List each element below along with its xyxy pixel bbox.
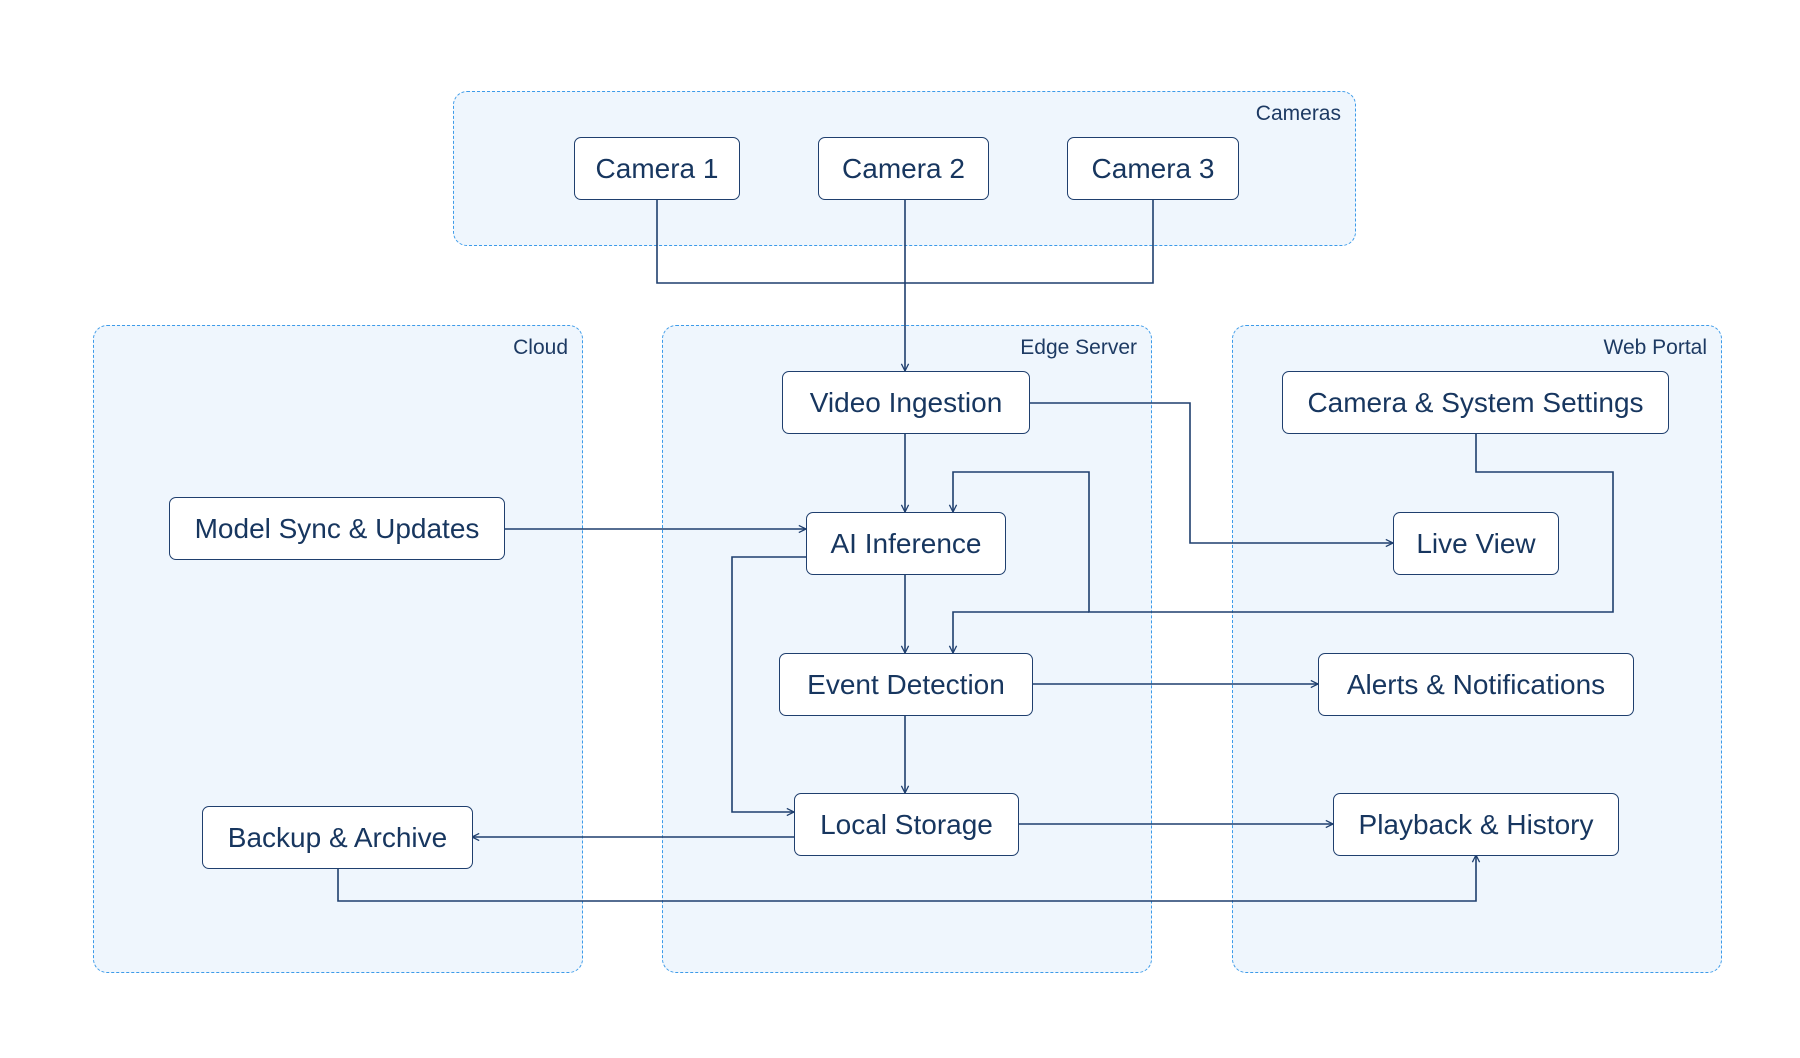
group-cloud: Cloud: [93, 325, 583, 973]
node-camera-system-settings[interactable]: Camera & System Settings: [1282, 371, 1669, 434]
group-label-cloud: Cloud: [513, 336, 568, 359]
node-camera-1[interactable]: Camera 1: [574, 137, 740, 200]
node-camera-2[interactable]: Camera 2: [818, 137, 989, 200]
group-label-edge-server: Edge Server: [1020, 336, 1137, 359]
node-ai-inference[interactable]: AI Inference: [806, 512, 1006, 575]
node-model-sync-updates[interactable]: Model Sync & Updates: [169, 497, 505, 560]
node-alerts-notifications[interactable]: Alerts & Notifications: [1318, 653, 1634, 716]
node-video-ingestion[interactable]: Video Ingestion: [782, 371, 1030, 434]
node-event-detection[interactable]: Event Detection: [779, 653, 1033, 716]
node-local-storage[interactable]: Local Storage: [794, 793, 1019, 856]
node-backup-archive[interactable]: Backup & Archive: [202, 806, 473, 869]
group-label-cameras: Cameras: [1255, 102, 1341, 125]
node-playback-history[interactable]: Playback & History: [1333, 793, 1619, 856]
node-live-view[interactable]: Live View: [1393, 512, 1559, 575]
node-camera-3[interactable]: Camera 3: [1067, 137, 1239, 200]
group-label-web-portal: Web Portal: [1603, 336, 1708, 359]
